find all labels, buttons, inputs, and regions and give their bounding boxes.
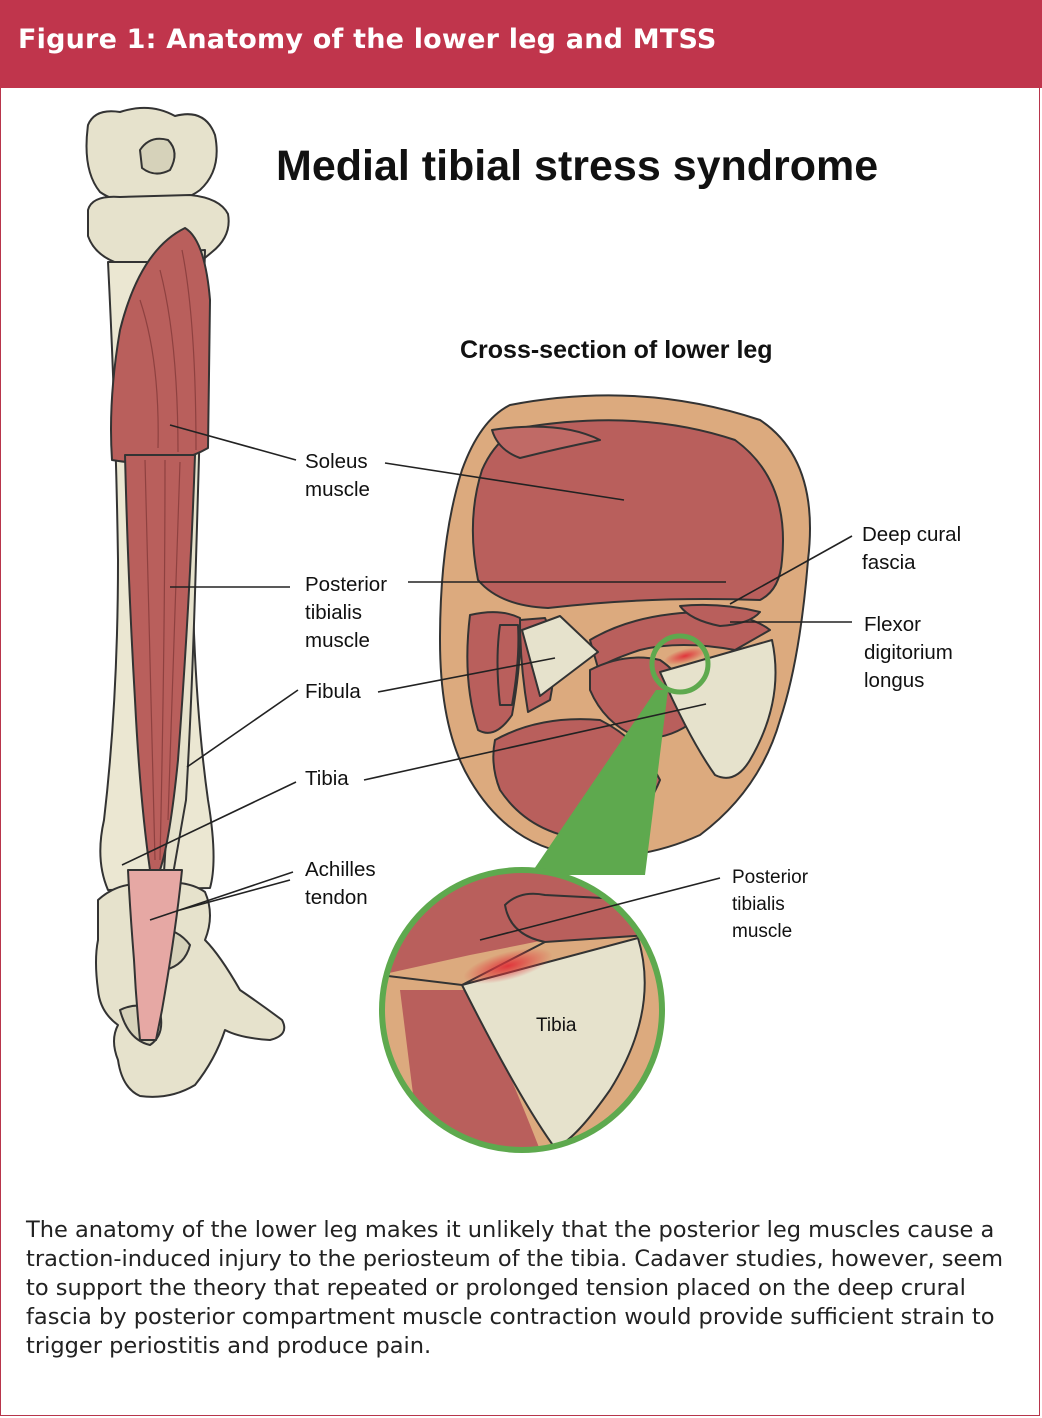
zoom-circle-large	[379, 867, 665, 1153]
figure-title: Figure 1: Anatomy of the lower leg and M…	[18, 24, 717, 55]
fibula-section	[521, 615, 599, 697]
leader-lines	[121, 424, 853, 941]
label-achilles-tendon: Achilles tendon	[305, 858, 376, 909]
cross-section	[439, 394, 811, 858]
achilles-tendon-illustration	[127, 869, 183, 1041]
zoom-circle-small	[649, 633, 711, 695]
label-soleus-muscle: Soleus muscle	[305, 450, 370, 501]
label-flexor-digitorium-longus: Flexor digitorium longus	[864, 613, 953, 692]
zoom-wedge	[530, 690, 668, 875]
soleus-muscle-illustration	[110, 227, 211, 465]
figure-header: Figure 1: Anatomy of the lower leg and M…	[0, 0, 1042, 88]
cross-section-title: Cross-section of lower leg	[460, 336, 773, 364]
label-tibia: Tibia	[305, 767, 349, 790]
label-deep-cural-fascia: Deep cural fascia	[862, 523, 962, 574]
figure-caption: The anatomy of the lower leg makes it un…	[26, 1217, 1004, 1359]
ankle-bones	[95, 881, 286, 1098]
label-posterior-tibialis-muscle: Posterior tibialis muscle	[305, 573, 388, 652]
label-fibula: Fibula	[305, 680, 361, 703]
inset-magnified	[384, 872, 660, 1148]
leg-illustration	[85, 106, 286, 1098]
label-tibia-inset: Tibia	[536, 1015, 577, 1036]
soleus-section	[471, 419, 784, 609]
label-posterior-tibialis-inset: Posterior tibialis muscle	[732, 867, 809, 942]
tibia-section	[659, 639, 777, 779]
diagram-title: Medial tibial stress syndrome	[276, 142, 879, 190]
